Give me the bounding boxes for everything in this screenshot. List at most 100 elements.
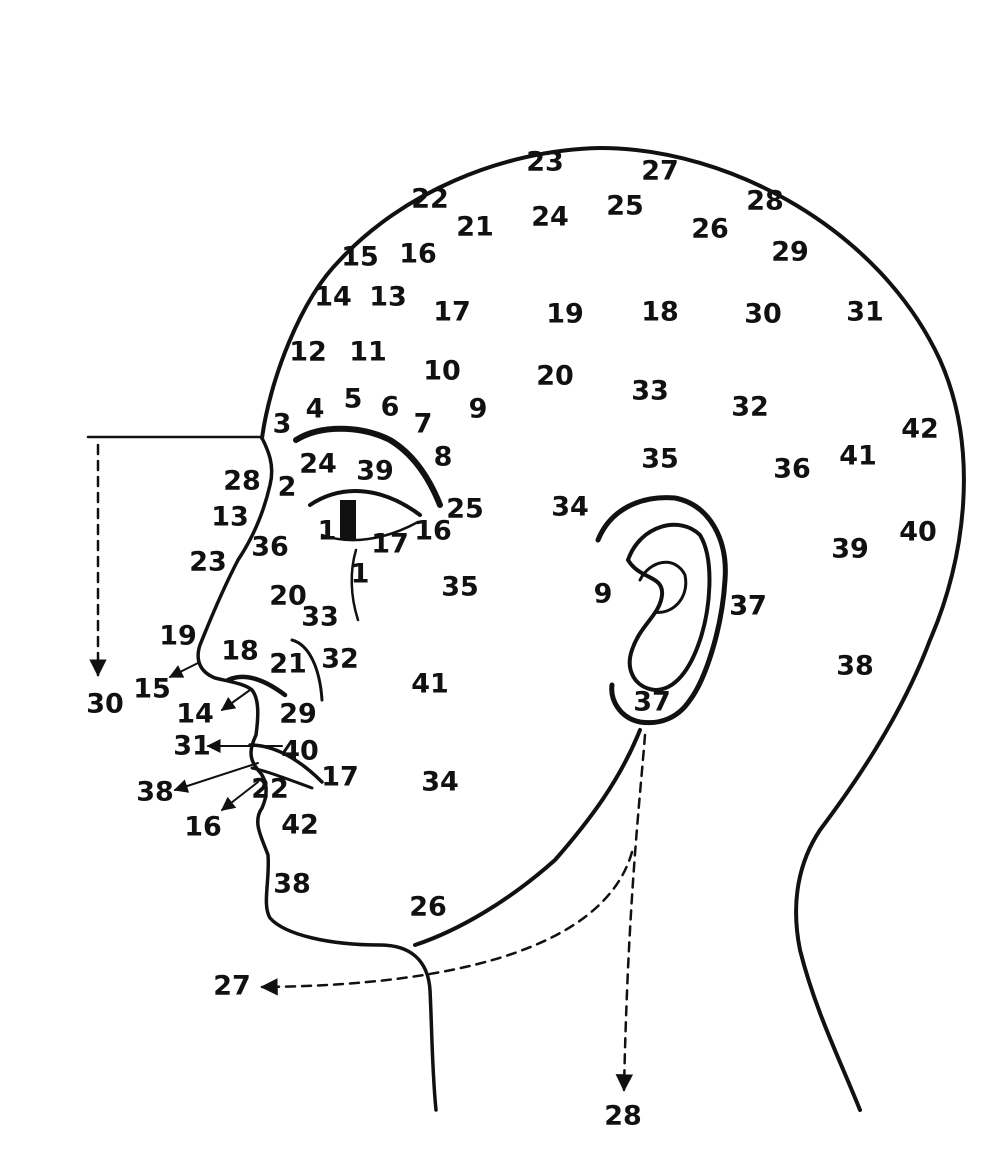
zone-number-label: 33 — [631, 376, 669, 407]
zone-number-label: 11 — [349, 337, 387, 368]
zone-number-label: 31 — [173, 731, 211, 762]
upper-eyelid — [308, 489, 422, 517]
zone-number-label: 25 — [446, 494, 484, 525]
cheek-line — [350, 548, 360, 622]
zone-number-label: 29 — [771, 237, 809, 268]
zone-number-label: 1 — [318, 516, 337, 547]
zone-number-label: 38 — [136, 777, 174, 808]
zone-number-label: 33 — [301, 602, 339, 633]
zone-number-label: 34 — [421, 767, 459, 798]
zone-number-label: 18 — [641, 297, 679, 328]
lower-eyelid — [320, 520, 420, 542]
zone-number-label: 9 — [469, 394, 488, 425]
zone-number-label: 37 — [729, 591, 767, 622]
zone-number-label: 41 — [839, 441, 877, 472]
zone-number-label: 7 — [414, 409, 433, 440]
zone-number-label: 24 — [531, 202, 569, 233]
zone-number-label: 10 — [423, 356, 461, 387]
zone-number-label: 32 — [321, 644, 359, 675]
zone-number-label: 30 — [744, 299, 782, 330]
zone-number-label: 28 — [746, 186, 784, 217]
zone-number-label: 20 — [269, 581, 307, 612]
zone-number-label: 39 — [356, 456, 394, 487]
ear-outer — [595, 495, 728, 726]
zone-number-label: 23 — [526, 147, 564, 178]
zone-number-label: 8 — [434, 442, 453, 473]
zone-number-label: 37 — [633, 687, 671, 718]
arrow-to-15 — [168, 662, 199, 678]
zone-number-label: 30 — [86, 689, 124, 720]
zone-number-label: 38 — [836, 651, 874, 682]
zone-number-label: 21 — [456, 212, 494, 243]
ear-concha — [638, 560, 688, 614]
zone-number-label: 35 — [641, 444, 679, 475]
zone-number-label: 39 — [831, 534, 869, 565]
zone-number-label: 28 — [223, 466, 261, 497]
arrow-to-28 — [615, 733, 647, 1092]
nose-wing — [225, 674, 288, 698]
lower-lip — [250, 766, 314, 790]
zone-number-label: 36 — [251, 532, 289, 563]
arrow-to-16 — [220, 781, 259, 811]
zone-number-label: 13 — [369, 282, 407, 313]
zone-number-label: 25 — [606, 191, 644, 222]
zone-number-label: 34 — [551, 492, 589, 523]
zone-number-label: 42 — [281, 810, 319, 841]
zone-number-label: 16 — [184, 812, 222, 843]
ear-inner — [626, 522, 712, 692]
zone-number-label: 17 — [371, 529, 409, 560]
zone-number-label: 14 — [314, 282, 352, 313]
zone-number-label: 28 — [604, 1101, 642, 1132]
pupil — [340, 500, 356, 540]
zone-number-label: 2 — [278, 472, 297, 503]
skull-outline — [260, 146, 966, 1112]
zone-number-label: 6 — [381, 392, 400, 423]
arrow-to-14 — [220, 689, 251, 711]
nasolabial-fold — [290, 638, 324, 702]
zone-number-label: 38 — [273, 869, 311, 900]
zone-number-label: 9 — [594, 579, 613, 610]
zone-number-label: 29 — [279, 699, 317, 730]
zone-number-label: 40 — [281, 736, 319, 767]
zone-number-label: 19 — [546, 299, 584, 330]
zone-number-label: 16 — [399, 239, 437, 270]
zone-number-label: 26 — [409, 892, 447, 923]
arrow-to-27 — [260, 850, 634, 996]
zone-number-label: 4 — [306, 394, 325, 425]
zone-number-label: 40 — [899, 517, 937, 548]
zone-number-label: 36 — [773, 454, 811, 485]
zone-number-label: 31 — [846, 297, 884, 328]
zone-number-label: 41 — [411, 669, 449, 700]
zone-number-label: 17 — [433, 297, 471, 328]
zone-number-label: 3 — [273, 409, 292, 440]
zone-number-label: 16 — [414, 516, 452, 547]
zone-number-label: 37 — [729, 591, 767, 622]
zone-number-label: 23 — [189, 547, 227, 578]
zone-number-label: 26 — [691, 214, 729, 245]
zone-number-label: 1 — [351, 559, 370, 590]
eyebrow — [293, 425, 443, 508]
zone-number-label: 15 — [133, 674, 171, 705]
arrow-to-38 — [173, 762, 259, 793]
zone-number-label: 32 — [731, 392, 769, 423]
zone-number-label: 24 — [299, 449, 337, 480]
zone-number-label: 15 — [341, 242, 379, 273]
zone-number-label: 17 — [321, 762, 359, 793]
zone-number-label: 35 — [441, 572, 479, 603]
zone-number-label: 14 — [176, 699, 214, 730]
zone-number-label: 27 — [213, 971, 251, 1002]
zone-number-label: 22 — [411, 184, 449, 215]
zone-number-label: 12 — [289, 337, 327, 368]
zone-number-label: 20 — [536, 361, 574, 392]
jaw-line — [413, 728, 642, 947]
zone-number-label: 42 — [901, 414, 939, 445]
zone-number-label: 21 — [269, 649, 307, 680]
zone-number-label: 19 — [159, 621, 197, 652]
zone-number-label: 5 — [344, 384, 363, 415]
zone-number-label: 27 — [641, 156, 679, 187]
zone-number-label: 13 — [211, 502, 249, 533]
zone-number-label: 18 — [221, 636, 259, 667]
